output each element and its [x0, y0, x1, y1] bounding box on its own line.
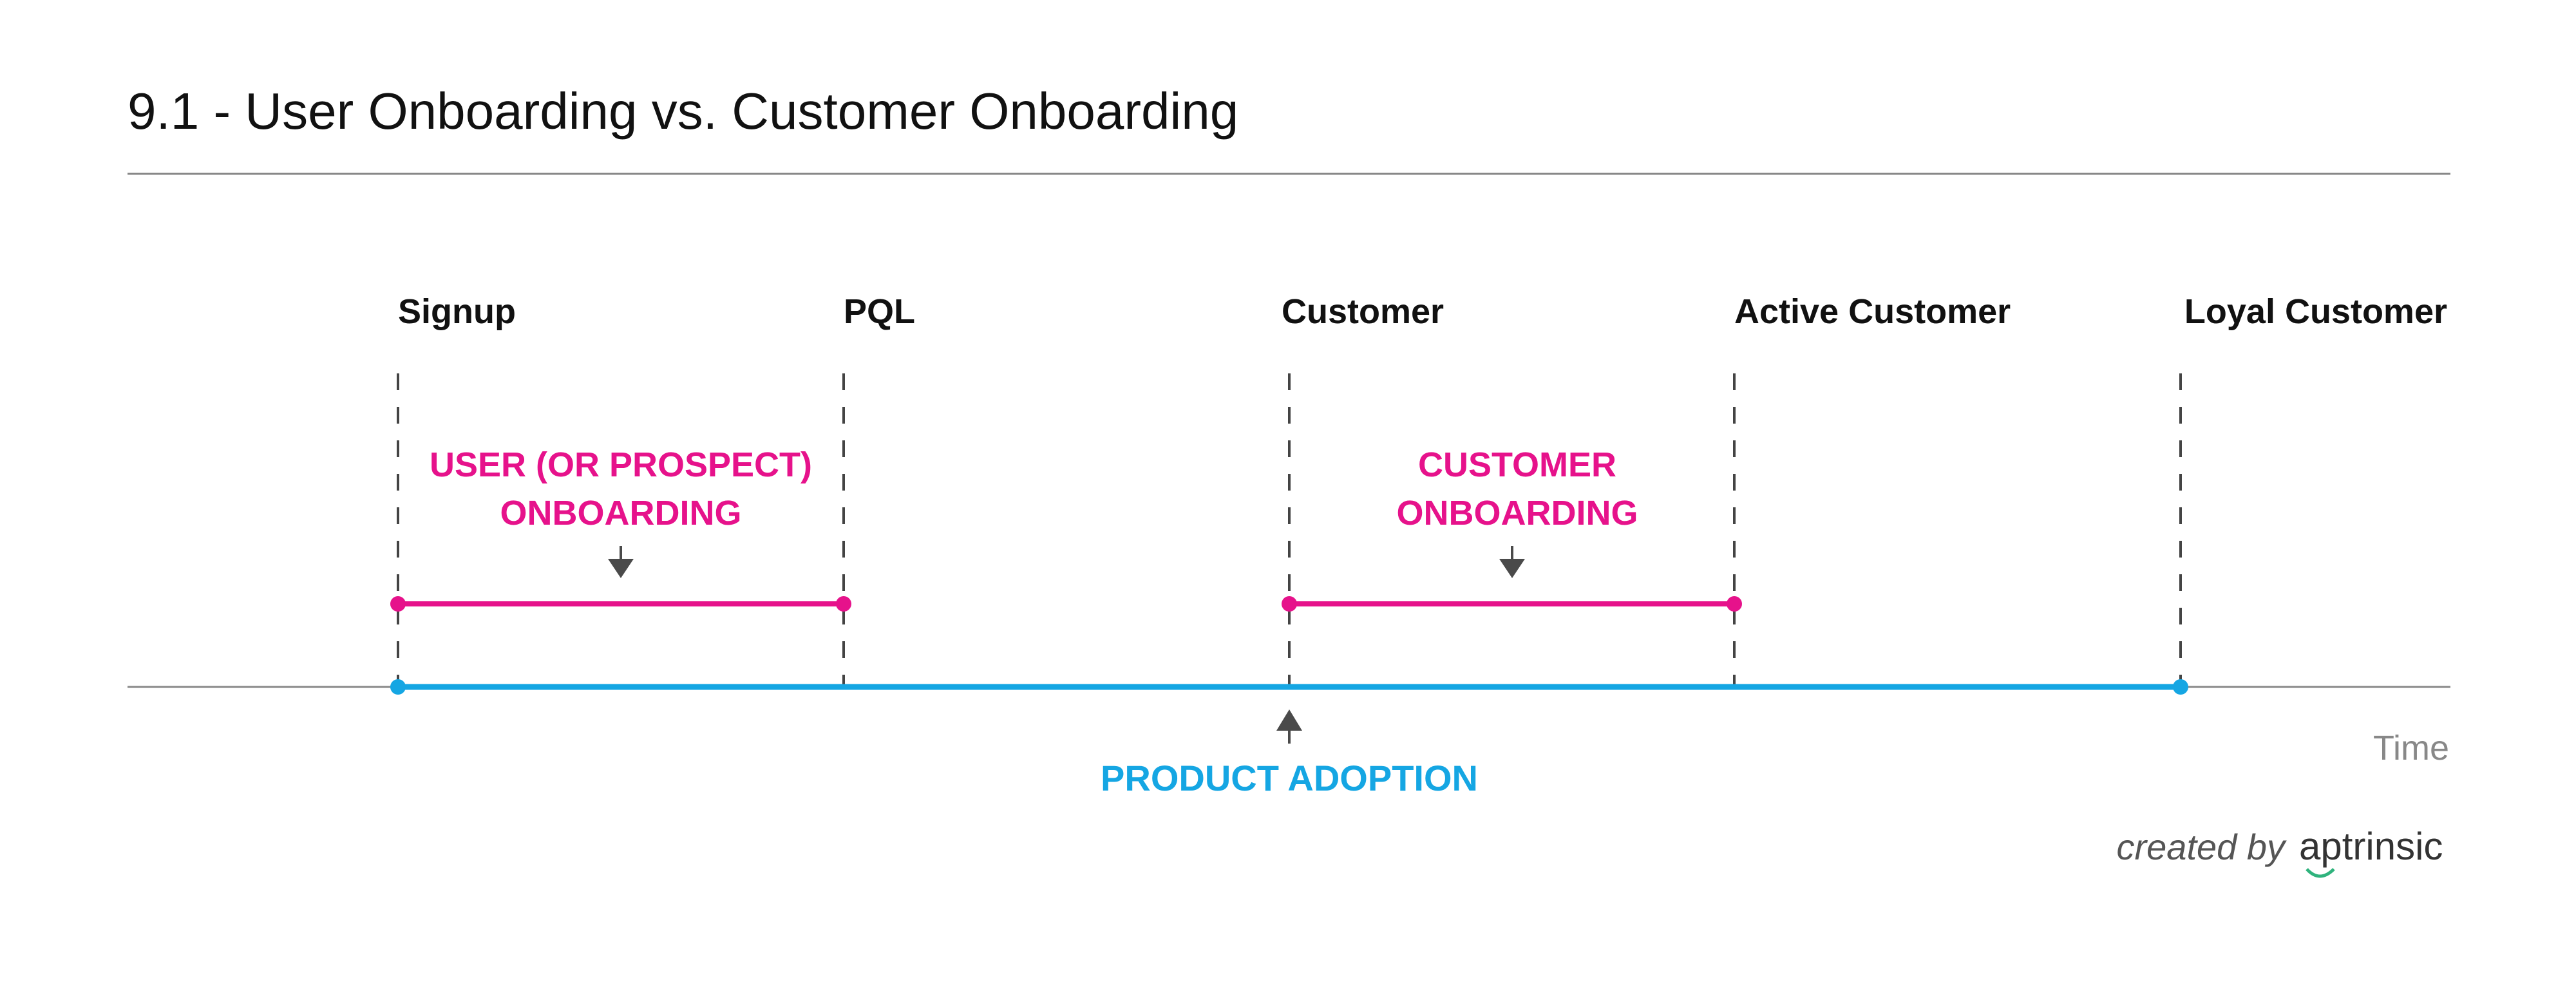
milestone-customer-label: Customer: [1282, 292, 1444, 331]
user-onboarding-label-line2: ONBOARDING: [500, 494, 742, 532]
milestone-loyal-customer-label: Loyal Customer: [2184, 292, 2447, 331]
user-onboarding-start-dot: [390, 596, 406, 612]
customer-onboarding-label-line1: CUSTOMER: [1418, 446, 1616, 484]
customer-onboarding-arrow-icon: [1499, 546, 1525, 578]
brand-logo-smile-icon: [2306, 868, 2335, 878]
product-adoption-start-dot: [390, 679, 406, 695]
milestone-active-customer-label: Active Customer: [1734, 292, 2011, 331]
diagram-title: 9.1 - User Onboarding vs. Customer Onboa…: [128, 82, 1238, 140]
product-adoption-phase: [390, 679, 2188, 695]
customer-onboarding-label-line2: ONBOARDING: [1397, 494, 1638, 532]
product-adoption-end-dot: [2173, 679, 2188, 695]
user-onboarding-phase: [390, 596, 851, 612]
customer-onboarding-start-dot: [1282, 596, 1297, 612]
user-onboarding-end-dot: [836, 596, 851, 612]
credit-prefix: created by: [2117, 827, 2287, 867]
time-axis-label: Time: [2373, 729, 2449, 767]
user-onboarding-label-line1: USER (OR PROSPECT): [430, 446, 812, 484]
product-adoption-label: PRODUCT ADOPTION: [1101, 758, 1478, 798]
brand-logo-text: aptrinsic: [2299, 825, 2443, 868]
customer-onboarding-end-dot: [1727, 596, 1742, 612]
customer-onboarding-phase: [1282, 596, 1742, 612]
milestone-signup-label: Signup: [398, 292, 516, 331]
product-adoption-arrow-icon: [1276, 709, 1302, 744]
user-onboarding-arrow-icon: [608, 546, 634, 578]
milestone-pql-label: PQL: [844, 292, 915, 331]
